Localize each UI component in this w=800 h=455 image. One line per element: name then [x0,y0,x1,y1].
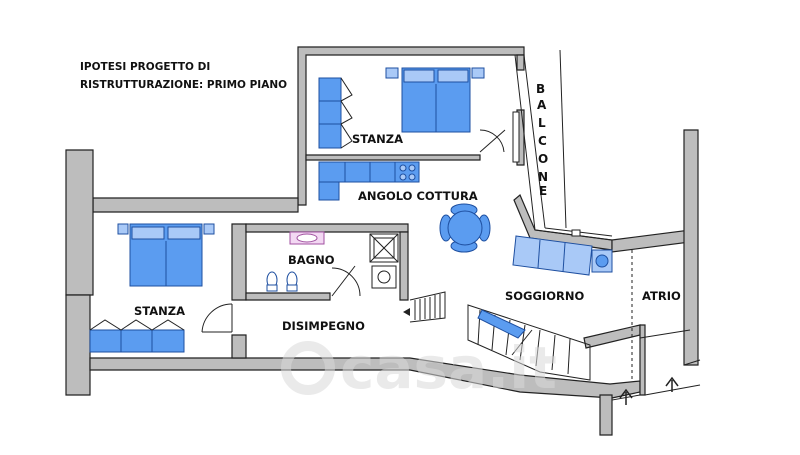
stairs-lower [467,304,591,381]
balcony-railing [544,49,613,237]
watermark: casa.it [281,334,557,402]
balcone-letter: N [538,170,548,184]
balcone-letter: L [538,116,546,130]
balcone-letter: B [536,82,545,96]
kitchen-counter [318,161,420,201]
door-bagno [331,265,361,297]
stairs-upper [403,291,446,323]
balcone-letter: E [539,184,547,198]
label-bagno: BAGNO [288,253,335,267]
label-disimpegno: DISIMPEGNO [282,319,365,333]
balcone-letter: O [538,152,548,166]
label-stanza-left: STANZA [134,304,185,318]
entrance-arrows [619,376,679,405]
bed-top-stanza [385,67,485,133]
label-stanza-top: STANZA [352,132,403,146]
dining-table [439,203,491,253]
thin-outlines [66,54,701,435]
label-atrio: ATRIO [642,289,681,303]
bed-left-stanza [117,223,215,287]
bathroom-fixtures [266,231,399,292]
plan-title-line2: RISTRUTTURAZIONE: PRIMO PIANO [80,79,287,91]
door-top-stanza [479,129,506,153]
balcone-letter: A [537,98,547,112]
outer-walls [65,46,699,436]
label-angolo-cottura: ANGOLO COTTURA [358,189,478,203]
wardrobe-top-stanza [318,77,353,149]
wardrobe-left-stanza [89,319,185,353]
label-soggiorno: SOGGIORNO [505,289,584,303]
door-left-stanza [201,303,233,333]
label-balcone: B A L C O N E [536,82,548,198]
sofa [512,235,613,276]
watermark-text: casa.it [340,334,557,402]
balcony-door [512,111,520,163]
plan-title-line1: IPOTESI PROGETTO DI [80,61,210,73]
balcone-letter: C [538,134,547,148]
